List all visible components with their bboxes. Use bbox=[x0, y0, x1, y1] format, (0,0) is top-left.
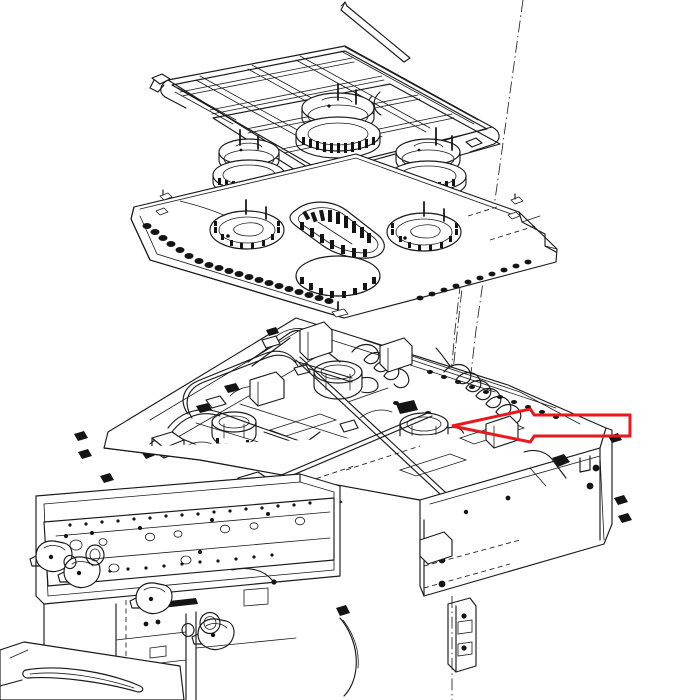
burner-ring-front bbox=[295, 255, 381, 318]
burner-ring-right bbox=[386, 201, 462, 252]
control-panel-assembly bbox=[29, 427, 632, 700]
loose-screws bbox=[74, 431, 632, 523]
burner-cap-right bbox=[395, 127, 461, 176]
oven-door bbox=[0, 641, 185, 700]
callout-outline[interactable] bbox=[451, 407, 632, 444]
control-knobs bbox=[29, 540, 235, 651]
oval-center-burner bbox=[289, 201, 385, 259]
burner-rings bbox=[209, 199, 462, 318]
red-highlight-callout[interactable] bbox=[451, 407, 632, 444]
burner-ring-left bbox=[209, 199, 285, 250]
control-knob-4 bbox=[191, 618, 235, 651]
cooktop-right-seam bbox=[416, 259, 532, 301]
control-knob-3 bbox=[129, 582, 173, 615]
cooktop-vent-perforations bbox=[142, 223, 334, 304]
wiring-harness bbox=[231, 449, 570, 697]
grate-cross-bars bbox=[195, 46, 479, 153]
chassis-brackets bbox=[249, 321, 519, 565]
burner-head-center bbox=[295, 116, 381, 159]
control-knob-1 bbox=[29, 540, 73, 573]
